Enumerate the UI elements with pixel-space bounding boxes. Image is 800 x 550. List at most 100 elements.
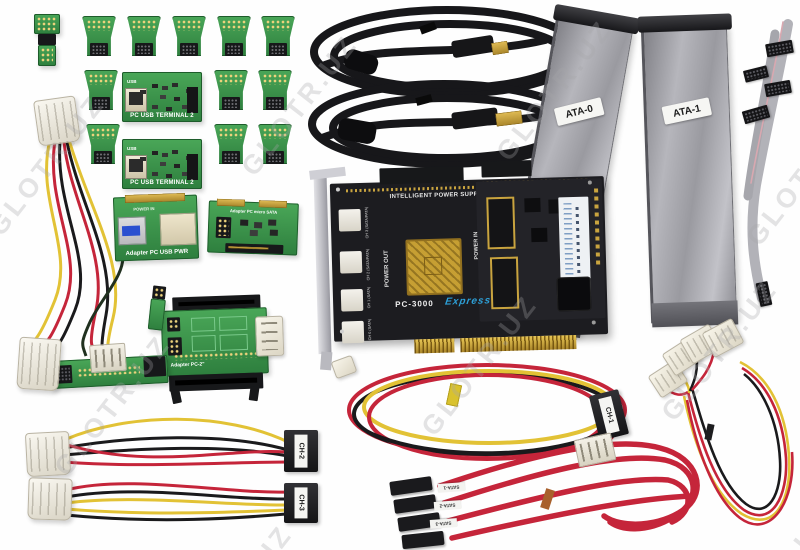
usb-terminal-board-2: USB PC USB TERMINAL 2 (122, 139, 202, 189)
sata-socket (489, 256, 520, 310)
pin-grid (219, 128, 244, 139)
idc-socket (135, 43, 153, 56)
sata-power-connector-ch2: CH-2 (284, 430, 318, 472)
pc2-adapter-pcb: Adapter PC-2" (160, 307, 269, 377)
watermark: GLOTR.UZ (170, 519, 299, 550)
idc-connector (765, 39, 794, 58)
idc-socket (266, 151, 284, 164)
gold-chip (405, 238, 463, 296)
smd-components (240, 219, 249, 226)
idc-connector (742, 65, 770, 83)
smd-components (152, 151, 158, 155)
usb-port-label: USB (127, 146, 137, 151)
ribbon-connector (637, 13, 732, 33)
psu-daughterboard: POWER IN (473, 178, 606, 322)
channel-tag: CH-3 (294, 487, 308, 519)
usb-terminal-board-1: USB PC USB TERMINAL 2 (122, 72, 202, 122)
molex-connector-ch3 (27, 477, 73, 521)
narrow-ribbon-cables (743, 19, 793, 303)
idc-socket (143, 356, 167, 378)
floppy-power-connector (89, 342, 127, 374)
idc-socket (38, 34, 56, 45)
plug-pins (151, 285, 167, 300)
pin-adapter (172, 16, 206, 56)
sata-data-connector (393, 494, 437, 514)
usb3-port (117, 216, 147, 246)
pc2-adapter-assembly: Adapter PC-2" (158, 292, 285, 406)
cable-tie (415, 94, 433, 106)
component-block (159, 212, 197, 246)
ata0-tag: ATA-0 (553, 97, 605, 127)
power-in-label: POWER IN (473, 231, 480, 260)
card-pcb: INTELLIGENT POWER SUPPLY UNIT POWER OUT … (329, 160, 609, 344)
channel-label: CH 1 (SATA) (366, 286, 372, 309)
usb-a-plug-tip (495, 110, 523, 127)
idc-connector (755, 281, 773, 307)
molex-receptacle (254, 315, 285, 357)
idc-socket (225, 43, 243, 56)
sata-data-connector (401, 530, 445, 550)
pin-adapter (258, 70, 292, 110)
channel-tag: CH-1 (598, 396, 620, 434)
power-out-plug (339, 250, 363, 274)
pin-adapter (214, 70, 248, 110)
pin-adapter (261, 16, 295, 56)
pc3000-card: INTELLIGENT POWER SUPPLY UNIT POWER OUT … (309, 154, 619, 371)
pin-grid (263, 74, 288, 85)
pin-adapter (86, 124, 120, 164)
watermark: GLOTR.UZ (710, 504, 800, 550)
pin-adapter (84, 70, 118, 110)
channel-label: CH 3 (SATA/PATA) (364, 206, 370, 239)
pin-header (187, 87, 198, 113)
pin-header (167, 337, 183, 356)
idc-connector (741, 104, 771, 125)
usb-port-label: USB (127, 79, 137, 84)
pin-grid (89, 74, 114, 85)
yellow-cable-tie (445, 382, 463, 408)
micro-sata-adapter-board: Adapter PC micro SATA (207, 198, 299, 256)
pin-adapter (127, 16, 161, 56)
ata1-ribbon-cable: ATA-1 (637, 13, 739, 328)
watermark: GLOTR.UZ (235, 28, 364, 182)
pin-grid (222, 20, 247, 31)
ferrite-bead (341, 47, 381, 77)
pata-connector (379, 166, 464, 185)
pata-connector (481, 160, 532, 178)
channel-tag: CH-2 (294, 434, 308, 468)
ch2-cable-wires (63, 417, 289, 467)
idc-socket (180, 43, 198, 56)
black-cable-tie (704, 423, 715, 441)
idc-socket (266, 97, 284, 110)
pin-adapter (217, 16, 251, 56)
idc-socket (269, 43, 287, 56)
gold-pads (594, 188, 601, 269)
smd-components (152, 84, 158, 88)
idc-socket (92, 97, 110, 110)
board-label: Adapter PC-2" (170, 361, 205, 369)
sata-cable-tag: SATA-2 (433, 500, 462, 511)
pin-hole-row (174, 351, 257, 361)
copper-cable-tie (540, 488, 555, 510)
board-label: PC USB TERMINAL 2 (130, 113, 194, 119)
latch-hook (248, 386, 260, 402)
sata-cable-tag: SATA-1 (437, 482, 466, 493)
channel-label: CH 2 (SATA/PATA) (365, 248, 371, 281)
sensor-wire (81, 251, 125, 357)
board-label: Adapter PC USB PWR (125, 248, 189, 258)
pin-adapter (82, 16, 116, 56)
micro-sata-socket (225, 243, 284, 255)
pin-grid (132, 20, 157, 31)
silkscreen-box (218, 315, 248, 331)
silkscreen-box (190, 317, 216, 332)
power-out-plug (338, 208, 362, 232)
idc-socket (90, 43, 108, 56)
usb-b-port (125, 88, 147, 112)
smd-components (524, 197, 541, 213)
ch3-cable-wires (65, 482, 289, 522)
idc-connector (764, 79, 792, 98)
molex-connector-ch2 (24, 430, 72, 478)
pin-grid (91, 128, 116, 139)
molex-connector (16, 336, 62, 392)
idc-socket (222, 151, 240, 164)
